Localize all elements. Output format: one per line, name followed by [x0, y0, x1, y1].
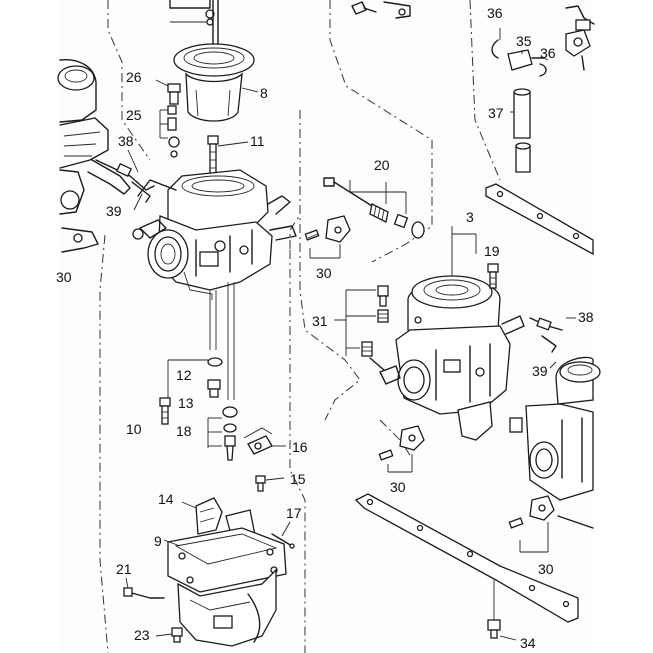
main-left-carburetor-body [132, 169, 297, 300]
callout-38: 38 [578, 309, 594, 325]
part-26-25-screws [155, 79, 181, 158]
callout-15: 15 [290, 471, 306, 487]
callout-labels: 36 35 36 26 8 25 37 11 38 20 39 3 19 30 … [56, 5, 594, 651]
callout-30: 30 [538, 561, 554, 577]
right-carburetor-partial [509, 317, 601, 501]
callout-30: 30 [390, 479, 406, 495]
lower-linkage-bracket [354, 493, 579, 641]
jets-and-washers [159, 357, 286, 492]
callout-9: 9 [154, 533, 162, 549]
assembly-boundaries [99, 0, 501, 653]
right-margin [593, 0, 653, 653]
part-11-jet-needle [207, 135, 249, 177]
callout-3: 3 [466, 209, 474, 225]
callout-14: 14 [158, 491, 174, 507]
part-8-diaphragm-piston [173, 0, 259, 122]
callout-13: 13 [178, 395, 194, 411]
callout-20: 20 [374, 157, 390, 173]
callout-12: 12 [176, 367, 192, 383]
part-35-36-37-fittings [491, 5, 595, 173]
top-small-parts [169, 0, 411, 26]
callout-17: 17 [286, 505, 302, 521]
callout-11: 11 [250, 133, 265, 149]
callout-26: 26 [126, 69, 142, 85]
callout-19: 19 [484, 243, 500, 259]
part-30-middle-screws [378, 425, 425, 473]
callout-25: 25 [126, 107, 142, 123]
callout-35: 35 [516, 33, 532, 49]
left-margin [0, 0, 60, 653]
callout-36: 36 [487, 5, 503, 21]
part-20-adjuster [323, 177, 425, 239]
part-30-upper-screws [304, 215, 351, 259]
callout-30: 30 [316, 265, 332, 281]
part-38-39-throttle-link-left [95, 149, 155, 211]
upper-linkage-rail [485, 183, 594, 256]
float-bowl-assembly [123, 497, 295, 647]
callout-18: 18 [176, 423, 192, 439]
callout-16: 16 [292, 439, 308, 455]
callout-36: 36 [540, 45, 556, 61]
callout-39: 39 [532, 363, 548, 379]
callout-38: 38 [118, 133, 134, 149]
part-19-screw [487, 263, 499, 289]
callout-34: 34 [520, 635, 536, 651]
left-carburetor-partial [57, 59, 131, 253]
callout-23: 23 [134, 627, 150, 643]
callout-10: 10 [126, 421, 142, 437]
callout-30-left-edge: 30 [56, 269, 72, 285]
parts-diagram-sheet [60, 0, 593, 653]
lower-left-leads [167, 282, 235, 400]
callout-21: 21 [116, 561, 132, 577]
callout-8: 8 [260, 85, 268, 101]
part-30-lower-screws [508, 495, 594, 553]
callout-31: 31 [312, 313, 328, 329]
callout-39: 39 [106, 203, 122, 219]
part-31-pilot-screws [334, 285, 389, 357]
callout-37: 37 [488, 105, 504, 121]
part-3-center-carburetor [369, 226, 525, 441]
